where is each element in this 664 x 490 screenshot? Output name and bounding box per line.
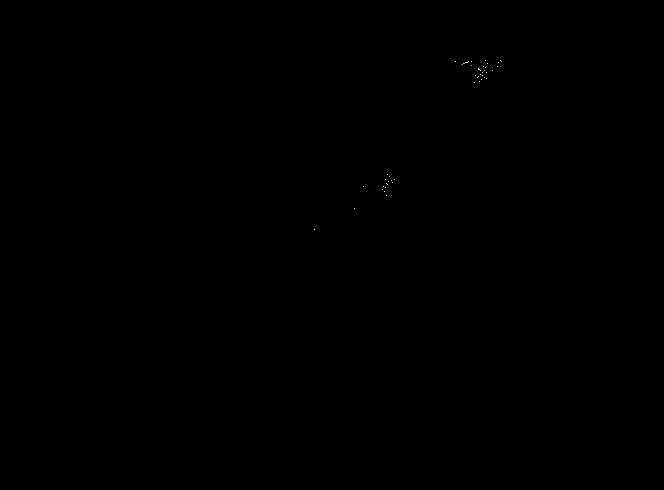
light-speck	[478, 68, 479, 70]
light-speck	[463, 63, 465, 64]
light-speck	[484, 77, 485, 78]
light-speck	[384, 191, 385, 192]
light-speck	[486, 72, 487, 73]
light-speck	[479, 69, 480, 70]
light-speck	[389, 176, 390, 177]
light-speck	[500, 60, 501, 61]
light-speck	[477, 77, 478, 78]
light-speck	[461, 64, 463, 65]
light-speck	[387, 174, 388, 175]
light-speck	[471, 65, 472, 66]
light-speck	[479, 81, 480, 82]
light-speck	[481, 79, 482, 80]
light-speck	[392, 182, 393, 183]
light-speck	[468, 61, 469, 62]
light-speck	[485, 67, 486, 68]
light-speck	[478, 76, 479, 77]
light-speck	[482, 75, 483, 76]
light-speck	[474, 82, 475, 83]
light-speck	[314, 229, 315, 230]
light-speck	[484, 70, 485, 71]
light-speck	[492, 70, 493, 71]
light-speck	[497, 66, 498, 67]
light-speck	[382, 189, 383, 190]
light-speck	[388, 181, 389, 182]
light-speck	[387, 184, 388, 185]
light-speck	[455, 61, 456, 62]
light-speck	[475, 75, 476, 76]
light-speck	[386, 183, 387, 184]
light-speck	[486, 78, 487, 79]
light-speck	[485, 60, 486, 61]
light-speck	[498, 62, 499, 63]
light-speck	[501, 61, 502, 62]
light-speck	[363, 186, 364, 187]
light-speck	[383, 186, 384, 187]
light-speck	[471, 61, 472, 62]
light-speck	[394, 179, 395, 180]
light-speck	[482, 72, 483, 73]
light-speck	[385, 187, 386, 188]
light-speck	[480, 70, 481, 71]
light-speck	[386, 195, 387, 196]
light-speck	[487, 63, 488, 64]
light-speck	[465, 62, 468, 63]
light-speck	[391, 180, 392, 181]
light-speck	[385, 179, 386, 180]
light-speck	[480, 74, 481, 75]
light-speck	[483, 66, 484, 67]
light-speck	[354, 208, 355, 209]
